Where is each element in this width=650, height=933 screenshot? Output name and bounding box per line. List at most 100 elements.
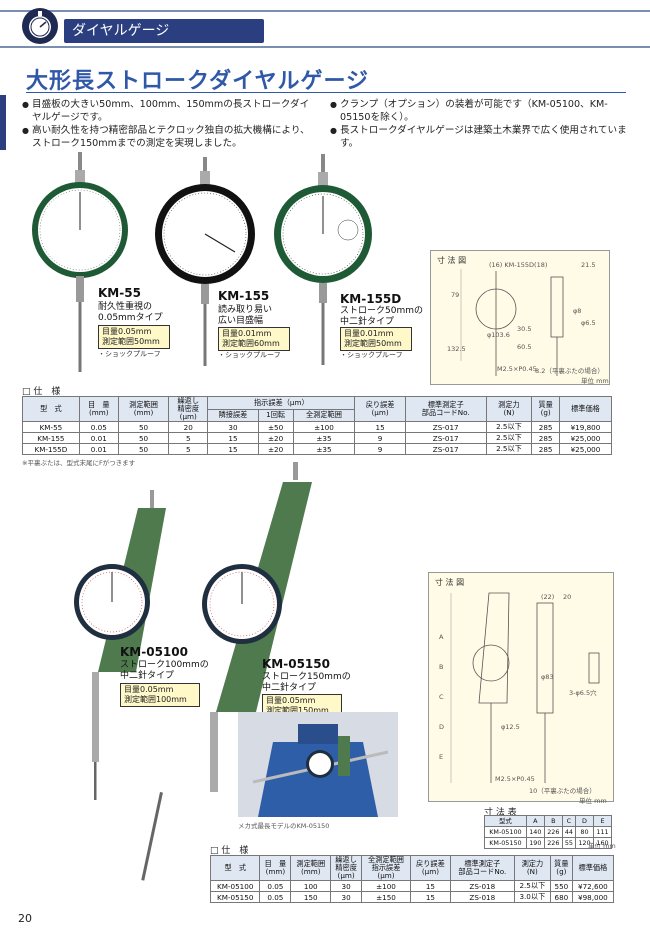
km-05100-desc: ストローク100mmの 中二針タイプ — [120, 660, 209, 682]
km-05150-model-label: KM-05150 — [262, 657, 330, 671]
col-header: C — [561, 815, 576, 827]
dim-value: D — [439, 723, 445, 731]
km-55-spec-line: 測定範囲50mm — [102, 337, 160, 346]
table-cell: KM-155D — [22, 443, 80, 455]
table-cell: 15 — [354, 421, 406, 433]
km-155d-spec-box: 目量0.01mm 測定範囲50mm — [340, 327, 412, 351]
table-cell: 9 — [354, 443, 406, 455]
col-subheader: 隣接誤差 — [207, 408, 259, 422]
col-header: 測定範囲 (mm) — [117, 396, 170, 422]
col-header: 戻り誤差 (μm) — [409, 855, 451, 881]
dim-value: E — [439, 753, 444, 761]
table-cell: 550 — [549, 880, 573, 892]
table-cell: ZS-018 — [449, 880, 515, 892]
km-55-shock-note: ・ショックプルーフ — [98, 350, 161, 358]
table-cell: 285 — [531, 432, 560, 444]
km-55-spec-line: 目量0.05mm — [102, 327, 152, 336]
km-05150-desc: ストローク150mmの 中二針タイプ — [262, 672, 351, 694]
km-155-model-label: KM-155 — [218, 289, 270, 303]
col-header: 測定力 (N) — [513, 855, 551, 881]
km-55-gauge-illustration — [32, 152, 128, 372]
dimension-drawing-top: 寸 法 図 (16) KM-155D(18) 21.5 79 φ103.6 φ8… — [430, 250, 610, 385]
col-header: 標準価格 — [558, 396, 613, 422]
table-cell: KM-05150 — [209, 891, 261, 903]
col-header: 戻り誤差 (μm) — [354, 396, 406, 422]
header-stripe — [0, 46, 650, 48]
km-155d-shock-note: ・ショックプルーフ — [340, 351, 403, 359]
dim-value: φ12.5 — [501, 723, 520, 731]
col-header: 測定力 (N) — [485, 396, 533, 422]
km-05150-spec-line: 目量0.05mm — [266, 696, 316, 705]
km-155d-gauge-illustration — [274, 154, 372, 365]
gauges-bottom-illustration — [74, 462, 312, 881]
dim-value: C — [439, 693, 444, 701]
table-cell: ±35 — [292, 432, 356, 444]
col-header: 全測定範囲 指示誤差 (μm) — [361, 855, 411, 881]
km-05150-desc-line: 中二針タイプ — [262, 683, 317, 693]
table-cell: 160 — [592, 837, 613, 849]
col-header: 質量 (g) — [549, 855, 573, 881]
table-cell: 0.05 — [78, 421, 119, 433]
dim-value: 10（平裏ぶたの場合） — [529, 787, 596, 795]
dim-table-heading: 寸 法 表 — [484, 808, 517, 818]
table-cell: 0.01 — [78, 443, 119, 455]
page-number: 20 — [18, 912, 32, 925]
col-header: 型 式 — [209, 855, 261, 881]
km-55-desc: 耐久性重視の 0.05mmタイプ — [98, 302, 163, 324]
km-05100-desc-line: 中二針タイプ — [120, 671, 175, 681]
km-155-desc: 読み取り易い 広い目盛幅 — [218, 305, 272, 327]
dial-gauge-icon — [22, 8, 58, 44]
col-header: 繰返し 精密度 (μm) — [330, 855, 363, 881]
km-55-spec-box: 目量0.05mm 測定範囲50mm — [98, 325, 170, 349]
dim-value: 79 — [451, 291, 460, 299]
feature-item: 長ストロークダイヤルゲージは建築土木業界で広く使用されています。 — [330, 124, 630, 150]
km-05100-spec-box: 目量0.05mm 測定範囲100mm — [120, 683, 200, 707]
table-cell: 15 — [207, 443, 259, 455]
table-cell: 285 — [531, 421, 560, 433]
km-155d-spec-line: 目量0.01mm — [344, 329, 394, 338]
col-subheader: 1回転 — [257, 408, 294, 422]
table-cell: 0.05 — [259, 880, 292, 892]
table-cell: 30 — [330, 891, 363, 903]
table-cell: 0.05 — [259, 891, 292, 903]
table-cell: ±35 — [292, 443, 356, 455]
table-cell: ¥25,000 — [558, 432, 613, 444]
table-cell: 9 — [354, 432, 406, 444]
dim-value: M2.5×P0.45 — [497, 365, 537, 373]
col-header: 型式 — [484, 815, 527, 827]
dim-value: 60.5 — [517, 343, 532, 351]
spec-table-bottom: 型 式目 量 (mm)測定範囲 (mm)繰返し 精密度 (μm)全測定範囲 指示… — [209, 855, 615, 903]
km-155-desc-line: 広い目盛幅 — [218, 316, 264, 326]
col-header: 繰返し 精密度 (μm) — [168, 396, 209, 422]
km-155-gauge-illustration — [155, 157, 255, 366]
table-cell: 2.5以下 — [485, 432, 533, 444]
table-cell: 30 — [207, 421, 259, 433]
col-header: 指示誤差（μm） — [207, 396, 356, 410]
dim-table-unit: 単位 mm — [588, 842, 616, 850]
spec-heading: □ 仕 様 — [210, 846, 249, 856]
dimension-drawing-title: 寸 法 図 — [437, 256, 467, 265]
dim-value: A — [439, 633, 444, 641]
table-cell: ¥19,800 — [558, 421, 613, 433]
dim-value: (16) KM-155D(18) — [489, 261, 548, 269]
table-cell: 140 — [525, 826, 545, 838]
table-cell: KM-05100 — [484, 826, 527, 838]
km-05100-model-label: KM-05100 — [120, 645, 188, 659]
page-title: 大形長ストロークダイヤルゲージ — [26, 69, 370, 94]
dim-unit: 単位 mm — [579, 797, 607, 805]
col-header: 測定範囲 (mm) — [290, 855, 332, 881]
table-cell: 2.5以下 — [485, 421, 533, 433]
col-subheader: 全測定範囲 — [292, 408, 356, 422]
table-cell: ZS-017 — [404, 432, 487, 444]
gauges-top-illustration — [32, 152, 372, 372]
table-cell: ¥25,000 — [558, 443, 613, 455]
km-05100-spec-line: 目量0.05mm — [124, 685, 174, 694]
dimension-drawing-title: 寸 法 図 — [435, 578, 465, 587]
feature-item: クランプ（オプション）の装着が可能です（KM-05100、KM-05150を除く… — [330, 98, 630, 124]
table-cell: 50 — [117, 421, 170, 433]
